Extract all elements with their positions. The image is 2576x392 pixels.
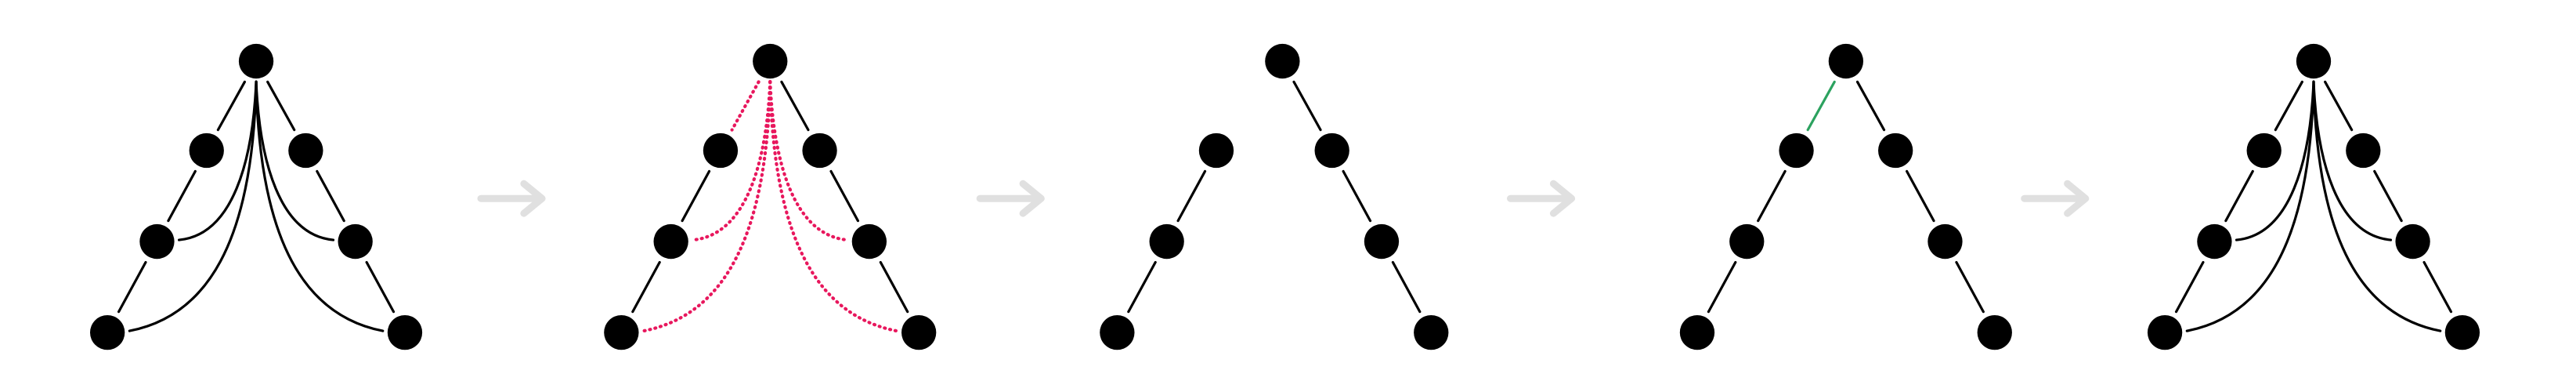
edge-left1-left2	[167, 169, 197, 223]
edge-top-right1	[1292, 80, 1322, 132]
node-right3	[387, 314, 423, 350]
edge-root-right2	[768, 80, 849, 242]
edge-top-right1	[1855, 80, 1886, 132]
node-left1	[189, 132, 224, 169]
arrow-3	[1507, 180, 1576, 217]
node-left1	[703, 132, 739, 169]
node-top	[1265, 43, 1300, 79]
right-arrow-icon	[1549, 180, 1576, 217]
right-arrow-icon	[520, 180, 546, 217]
node-left3	[1679, 314, 1715, 350]
graph-panel-1	[89, 43, 423, 350]
right-arrow-icon	[2064, 180, 2090, 217]
edge-right1-right2	[2373, 169, 2403, 223]
node-left2	[2197, 223, 2232, 260]
arrow-2	[976, 180, 1045, 217]
edge-right1-right2	[829, 169, 860, 223]
graph-panel-2	[604, 43, 937, 350]
edge-added-top-left1	[1806, 80, 1836, 132]
edge-right1-right2	[316, 169, 345, 223]
edge-root-right3	[255, 80, 385, 332]
edge-right1-right2	[1906, 169, 1935, 223]
node-left2	[653, 223, 688, 260]
node-right1	[802, 132, 837, 169]
edge-left2-left3	[1707, 260, 1737, 314]
node-left1	[1198, 132, 1234, 169]
node-right1	[288, 132, 323, 169]
edge-left2-left3	[117, 260, 147, 314]
node-left1	[1779, 132, 1814, 169]
node-right1	[1878, 132, 1913, 169]
edge-root-left1	[2274, 80, 2303, 132]
node-root	[2296, 43, 2332, 79]
arrow-4	[2021, 180, 2090, 217]
node-root	[238, 43, 274, 79]
node-left1	[2246, 132, 2282, 169]
node-left3	[2147, 314, 2183, 350]
graph-panel-4	[1679, 43, 2012, 350]
node-right2	[1364, 223, 1400, 260]
node-root	[753, 43, 788, 79]
node-right3	[901, 314, 937, 350]
edge-root-right1	[780, 80, 810, 132]
edge-left1-left2	[1176, 169, 1207, 223]
node-top	[1828, 43, 1864, 79]
node-right2	[2395, 223, 2430, 260]
edge-left1-left2	[681, 169, 711, 223]
node-left2	[1729, 223, 1765, 260]
edge-left1-left2	[2224, 169, 2254, 223]
edge-root-right3	[2312, 80, 2442, 332]
node-left3	[1100, 314, 1135, 350]
edge-root-left2	[691, 80, 772, 242]
edge-root-right1	[2324, 80, 2354, 132]
node-right3	[2444, 314, 2480, 350]
graph-panel-3	[1100, 43, 1449, 350]
node-right2	[851, 223, 887, 260]
edge-left2-left3	[631, 260, 661, 314]
node-right3	[1977, 314, 2012, 350]
node-left2	[1149, 223, 1184, 260]
edge-left2-left3	[1127, 260, 1157, 314]
edge-right2-right3	[1391, 260, 1422, 314]
edge-root-left3	[128, 80, 258, 332]
edge-right2-right3	[879, 260, 909, 314]
edge-right2-right3	[2422, 260, 2453, 314]
node-right2	[1927, 223, 1963, 260]
edge-right2-right3	[365, 260, 396, 314]
node-right2	[338, 223, 373, 260]
edge-root-right1	[266, 80, 296, 132]
node-left3	[604, 314, 639, 350]
arrow-1	[477, 180, 546, 217]
edge-right2-right3	[1955, 260, 1985, 314]
node-left3	[89, 314, 125, 350]
edge-root-left1	[730, 80, 761, 132]
edge-left1-left2	[1757, 169, 1787, 223]
edge-root-left3	[641, 80, 772, 333]
node-right3	[1414, 314, 1449, 350]
edge-root-left1	[216, 80, 247, 132]
edge-root-left3	[2185, 80, 2315, 332]
graph-panel-5	[2147, 43, 2480, 350]
node-right1	[2346, 132, 2381, 169]
node-right1	[1314, 132, 1349, 169]
node-left2	[139, 223, 175, 260]
edge-left2-left3	[2174, 260, 2205, 314]
edge-right1-right2	[1342, 169, 1372, 223]
edge-root-right3	[768, 80, 899, 333]
right-arrow-icon	[1019, 180, 1045, 217]
